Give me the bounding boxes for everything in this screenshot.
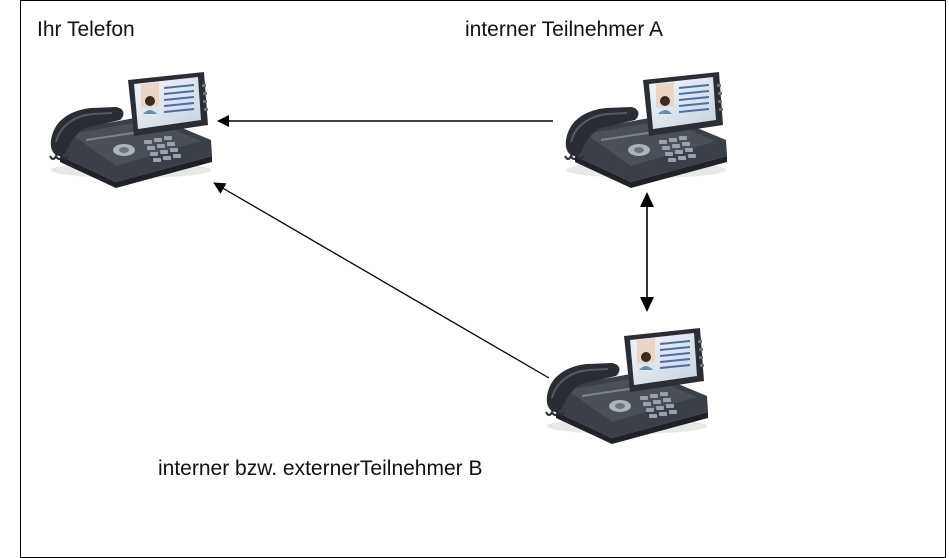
label-your-phone: Ihr Telefon <box>37 18 135 41</box>
label-participant-b: interner bzw. externerTeilnehmer B <box>158 457 483 480</box>
desk-phone-icon <box>49 71 213 189</box>
double-arrow-vertical-icon <box>640 192 654 312</box>
desk-phone-icon <box>545 327 709 445</box>
desk-phone-icon <box>564 71 728 189</box>
label-participant-a: interner Teilnehmer A <box>465 18 664 41</box>
arrow-diagonal-icon <box>213 182 550 379</box>
